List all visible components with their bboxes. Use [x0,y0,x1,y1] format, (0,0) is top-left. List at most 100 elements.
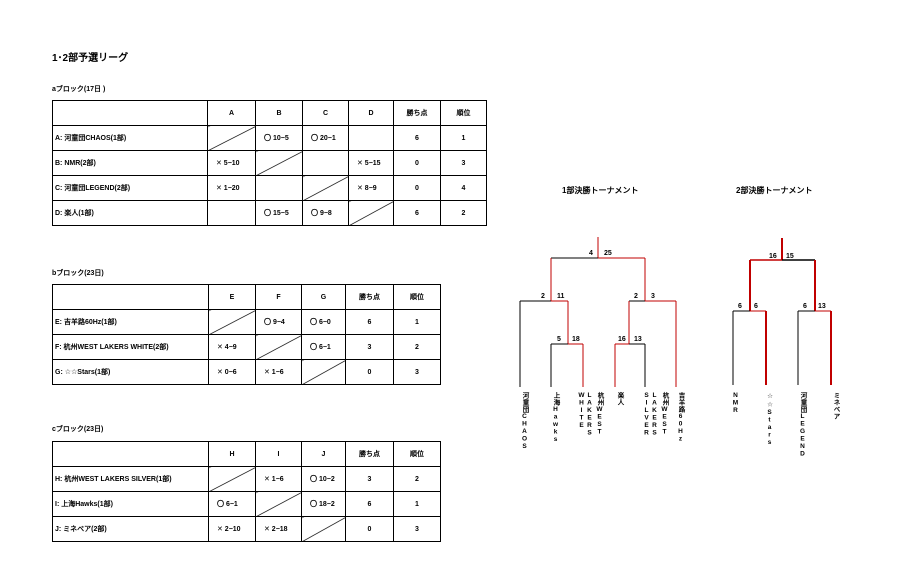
score-label: 13 [634,336,642,343]
header-cell: C [302,100,349,126]
team-label-line: ミネベア [832,392,839,420]
result-cell [348,125,394,151]
result-cell [207,200,256,226]
rank-cell: 4 [440,175,487,201]
team-label-line: SILVER [643,392,650,437]
score-label: 11 [557,293,565,300]
header-cell: 勝ち点 [345,284,394,310]
team-label-line: 河童団CHAOS [521,392,528,451]
rank-cell: 1 [393,491,441,517]
header-cell: I [255,441,302,467]
team-label: NMR [732,392,739,415]
header-cell: A [207,100,256,126]
header-cell: D [348,100,394,126]
team-label-line: 吉羊路60Hz [677,392,684,443]
result-cell: 〇 20−1 [302,125,349,151]
result-cell: ✕ 1−6 [255,466,302,492]
team-label-line: WHITE [578,392,585,430]
header-cell: 勝ち点 [393,100,441,126]
points-cell: 0 [393,175,441,201]
rank-cell: 2 [393,466,441,492]
team-name: I: 上海Hawks(1部) [52,491,209,517]
score-label: 13 [818,303,826,310]
team-label-line: 杭州WEST [596,392,603,436]
score-label: 4 [589,250,593,257]
team-label-line: 河童団LEGEND [799,392,806,458]
result-cell: 〇 9−8 [302,200,349,226]
header-cell: J [301,441,346,467]
score-label: 25 [604,250,612,257]
header-cell: 勝ち点 [345,441,394,467]
team-label: 上海Hawks [550,392,560,444]
diagonal-cell [301,359,346,385]
team-label-line: 杭州WEST [661,392,668,436]
score-label: 18 [572,336,580,343]
score-label: 5 [557,336,561,343]
rank-cell: 3 [393,359,441,385]
rank-cell: 1 [440,125,487,151]
block-label: bブロック(23日) [52,270,104,277]
team-label: 吉羊路60Hz [675,392,685,443]
diagonal-cell [348,200,394,226]
header-cell: 順位 [393,284,441,310]
team-name: E: 吉羊路60Hz(1部) [52,309,209,335]
team-label-line: 上海Hawks [552,392,559,444]
result-cell: 〇 6−1 [301,334,346,360]
team-label-line: 楽人 [616,392,623,406]
result-cell: ✕ 2−10 [208,516,256,542]
team-label: 河童団CHAOS [519,392,529,451]
header-cell: B [255,100,303,126]
team-label-line: ☆☆Stars [766,392,773,447]
team-name: J: ミネベア(2部) [52,516,209,542]
points-cell: 3 [345,466,394,492]
rank-cell: 3 [440,150,487,176]
result-cell: ✕ 1−20 [207,175,256,201]
header-cell: F [255,284,302,310]
result-cell: ✕ 0−6 [208,359,256,385]
score-label: 3 [651,293,655,300]
diagonal-cell [255,491,302,517]
team-label: ミネベア [830,392,840,420]
team-label-line: NMR [732,392,739,415]
rank-cell: 3 [393,516,441,542]
result-cell: 〇 18−2 [301,491,346,517]
points-cell: 6 [345,309,394,335]
result-cell [255,175,303,201]
result-cell: ✕ 4−9 [208,334,256,360]
rank-cell: 2 [440,200,487,226]
rank-cell: 1 [393,309,441,335]
header-cell: H [208,441,256,467]
block-label: cブロック(23日) [52,426,104,433]
diagonal-cell [207,125,256,151]
result-cell [302,150,349,176]
score-label: 6 [738,303,742,310]
points-cell: 6 [393,200,441,226]
result-cell: 〇 9−4 [255,309,302,335]
points-cell: 0 [345,359,394,385]
diagonal-cell [208,309,256,335]
team-label: 河童団LEGEND [797,392,807,458]
result-cell: ✕ 5−10 [207,150,256,176]
diagonal-cell [255,334,302,360]
team-name: C: 河童団LEGEND(2部) [52,175,208,201]
points-cell: 6 [345,491,394,517]
score-label: 16 [618,336,626,343]
result-cell: ✕ 8−9 [348,175,394,201]
team-name: D: 楽人(1部) [52,200,208,226]
block-label: aブロック(17日 ) [52,86,106,93]
score-label: 16 [769,253,777,260]
